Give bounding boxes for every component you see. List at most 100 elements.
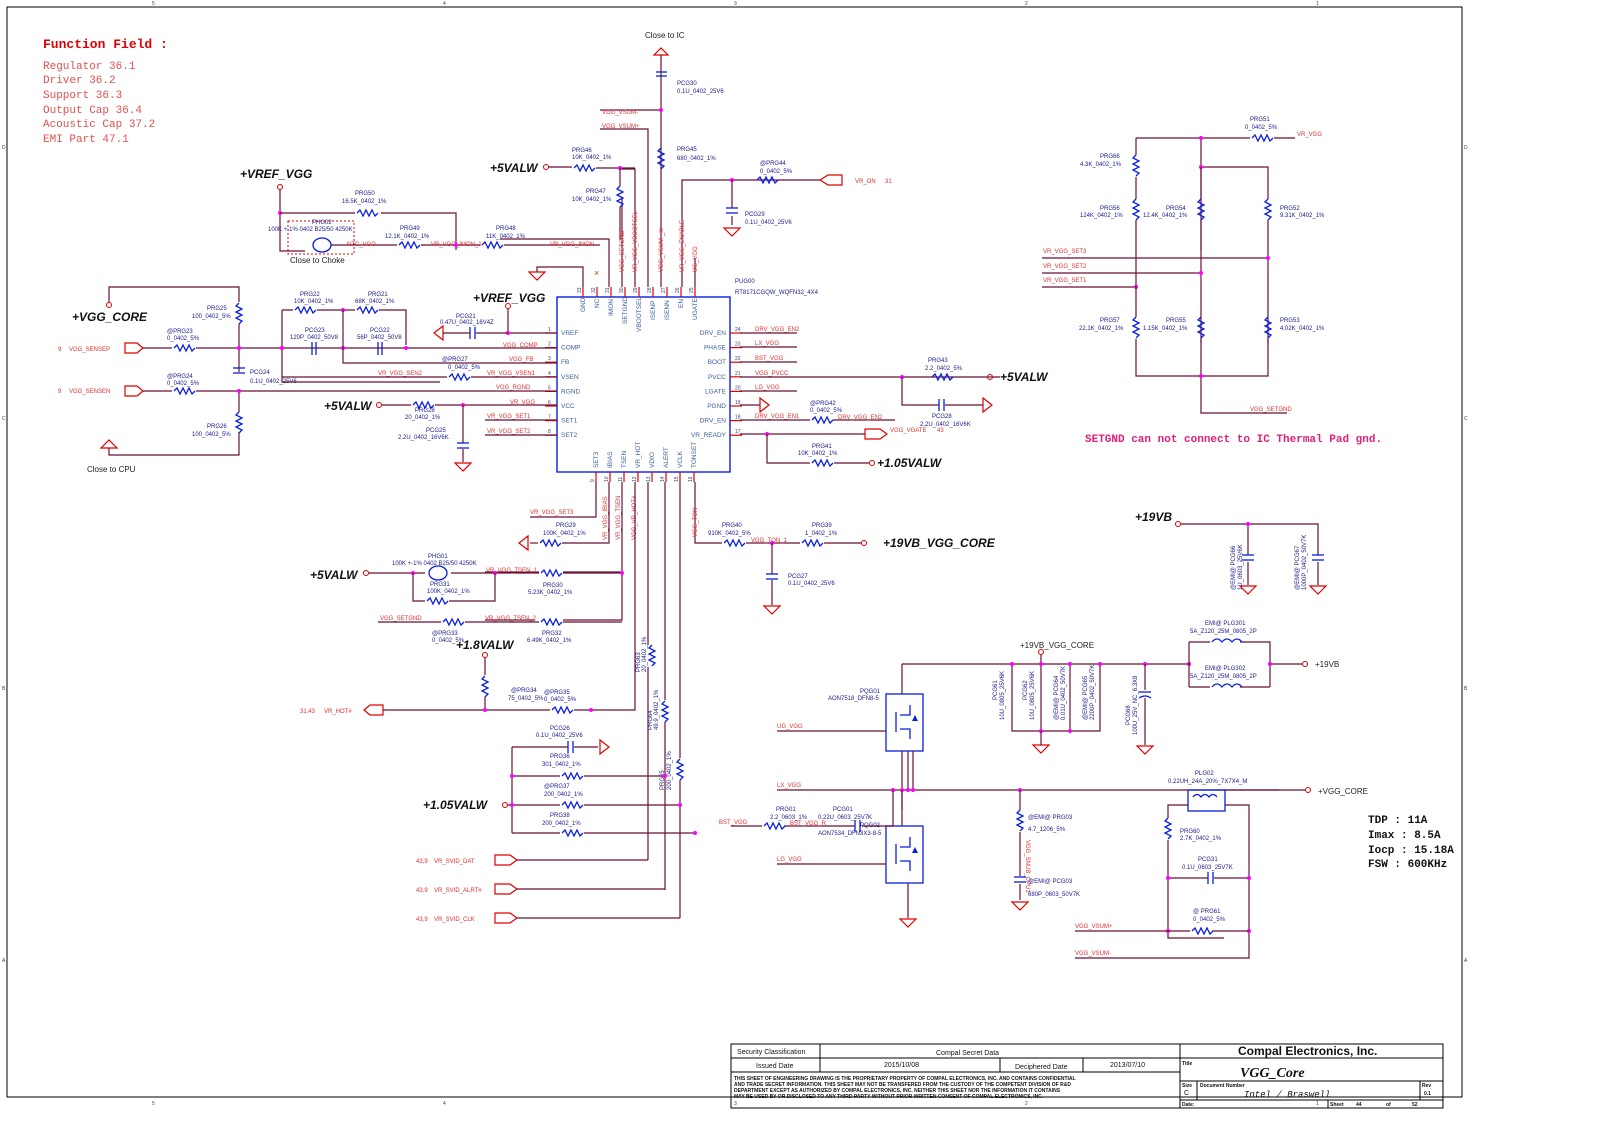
tb-disclaimer: AND TRADE SECRET INFORMATION. THIS SHEET… <box>734 1082 1071 1088</box>
ic-pin-name: SET1 <box>561 418 578 425</box>
prg55-value: 1.15K_0402_1% <box>1143 326 1188 332</box>
prg41-ref: PRG41 <box>812 444 832 450</box>
pqg01-ref: PQG01 <box>860 689 881 695</box>
pcg65-ref: @EMI@ PCG65 <box>1083 675 1089 720</box>
prg23-value: 0_0402_5% <box>167 336 200 342</box>
ic-pin-number: 10 <box>604 476 610 482</box>
net-drv-vgg-en2: DRV_VGG_EN2 <box>755 327 800 333</box>
prg34-value: 75_0402_5% <box>508 696 544 702</box>
pcg29-value: 0.1U_0402_25V6 <box>745 220 792 226</box>
row-label: B <box>2 686 6 692</box>
net-vgg-pvcc: VGG_PVCC <box>755 371 789 377</box>
note-close-to-choke: Close to Choke <box>290 256 345 265</box>
ic-pin-name: FB <box>561 359 569 366</box>
ic-pin-number: 7 <box>548 415 551 421</box>
ic-top-pins: 33GND32NC31IMON30SETGND29VBOOTSEL28ISENP… <box>577 287 699 332</box>
prg28-value: 20_0402_1% <box>405 415 441 421</box>
phg02-ref: PHG02 <box>312 220 332 226</box>
port-vr-hot[interactable]: 31,43 VR_HOT# <box>300 704 384 716</box>
prg30-value: 5.23K_0402_1% <box>528 590 573 596</box>
pcg03-ref: @EMI@ PCG03 <box>1028 879 1073 885</box>
col-label: 5 <box>152 1 155 7</box>
ic-pin-name: DRV_EN <box>700 330 727 337</box>
pcg62-ref: PCG62 <box>1023 680 1029 700</box>
ic-pin-name: TONSET <box>691 442 698 468</box>
pcg24-ref: PCG24 <box>250 370 270 376</box>
port-vgg-vgate[interactable] <box>864 428 889 440</box>
pcg64-ref: @EMI@ PCG64 <box>1054 675 1060 720</box>
rail-vgg-core-out: +VGG_CORE <box>1318 787 1368 796</box>
tb-rev: 0.1 <box>1424 1091 1431 1097</box>
vr-hot-page: 31,43 <box>300 709 316 715</box>
col-label: 5 <box>152 1101 155 1107</box>
function-field-title: Function Field : <box>43 37 168 52</box>
prg44-value: 0_0402_5% <box>760 169 793 175</box>
function-field-item: Regulator 36.1 <box>43 61 136 73</box>
ic-pin-number: 31 <box>605 287 611 293</box>
net-vr-on-page: 31 <box>885 179 892 185</box>
net-vr-on: VR_ON <box>855 179 876 185</box>
port-vr-svid-alrt[interactable]: 43,9 VR_SVID_ALRT# <box>416 883 519 895</box>
ic-pin-number: 14 <box>660 476 666 482</box>
thermistor-phg02 <box>312 237 332 253</box>
prg56-value: 124K_0402_1% <box>1080 213 1123 219</box>
ic-pin-name: LGATE <box>705 388 726 395</box>
rail-18valw: +1.8VALW <box>456 638 515 652</box>
ic-right-pins: 24DRV_EN23PHASE22BOOT21PVCC20LGATE19PGND… <box>691 327 742 439</box>
net-vgg-comp: VGG_COMP <box>503 343 538 349</box>
prg48-value: 11K_0402_1% <box>486 234 526 240</box>
ic-pin-name: VSEN <box>561 374 579 381</box>
net-vgg-vsum-in: VGG_VSUM-_in <box>659 228 665 272</box>
rail-105valw: +1.05VALW <box>877 456 943 470</box>
net-lg-vgg-b: LG_VGG <box>777 857 802 863</box>
net-drv-vgg-en1: DRV_VGG_EN1 <box>755 414 800 420</box>
ic-pin-name: VREF <box>561 330 578 337</box>
rail-19vb: +19VB <box>1135 510 1172 524</box>
port-vgg-sensep[interactable]: 9 VGG_SENSEP <box>58 342 144 354</box>
tb-docnum: Intel / Braswell <box>1244 1090 1330 1100</box>
net-lg-vgg: LG_VGG <box>755 385 780 391</box>
col-label: 4 <box>443 1 446 7</box>
spec-fsw: FSW : 600KHz <box>1368 859 1447 871</box>
net-lx-vgg-b: LX_VGG <box>777 783 801 789</box>
note-close-to-ic: Close to IC <box>645 31 685 40</box>
design-specs: TDP : 11A Imax : 8.5A Iocp : 15.18A FSW … <box>1368 815 1454 871</box>
net-vgg-vsum-plus-b: VGG_VSUM+ <box>1075 924 1113 930</box>
ic-pin-number: 17 <box>735 429 741 435</box>
mosfet-pqg02 <box>885 825 924 884</box>
function-field-item: Acoustic Cap 37.2 <box>43 119 155 131</box>
col-label: 1 <box>1316 1 1319 7</box>
plg302-value: 5A_Z120_25M_0805_2P <box>1190 674 1257 680</box>
prg33-ref: @PRG33 <box>432 631 458 637</box>
net-ntc-vgg: NTC_VGG <box>347 242 376 248</box>
prg40-ref: PRG40 <box>722 523 742 529</box>
net-vgg-vgate: VGG_VGATE <box>890 428 927 434</box>
prg27-value: 0_0402_5% <box>448 365 481 371</box>
tb-security-label: Security Classification <box>737 1049 806 1056</box>
sensen-net: VGG_SENSEN <box>69 389 110 395</box>
svid-clk-page: 43,9 <box>416 917 428 923</box>
prg42-value: 0_0402_5% <box>810 408 843 414</box>
plg301-ref: EMI@ PLG301 <box>1205 621 1246 627</box>
border-column-labels: 5 4 3 2 1 5 4 3 2 1 D C B A D C B A <box>2 1 1468 1107</box>
net-vgg-vsum-plus: VGG_VSUM+ <box>602 124 640 130</box>
prg55-ref: PRG55 <box>1166 318 1186 324</box>
rail-5valw: +5VALW <box>490 161 539 175</box>
prg51-ref: PRG51 <box>1250 117 1270 123</box>
port-vgg-sensen[interactable]: 9 VGG_SENSEN <box>58 385 144 397</box>
port-vr-svid-clk[interactable]: 43,9 VR_SVID_CLK <box>416 912 519 924</box>
pcg22-value: 56P_0402_50V8 <box>357 335 402 341</box>
ground-symbol <box>99 439 119 449</box>
net-vgg-vgate-page: 43 <box>937 428 944 434</box>
ic-pin-name: VCLK <box>677 450 684 468</box>
sensep-page: 9 <box>58 347 62 353</box>
net-vr-vgg-set2: VR_VGG_SET2 <box>487 429 531 435</box>
net-ug-vgg: UG_VGG <box>693 246 699 272</box>
net-bst-vgg-r: BST_VGG_R <box>790 821 827 827</box>
ic-pin-number: 2 <box>548 342 551 348</box>
inductor-plg301 <box>1211 638 1243 644</box>
prg51-value: 0_0402_5% <box>1245 125 1278 131</box>
net-drv-vgg-en2-b: DRV_VGG_EN2 <box>838 415 883 421</box>
port-vr-svid-dat[interactable]: 43,9 VR_SVID_DAT <box>416 854 519 866</box>
